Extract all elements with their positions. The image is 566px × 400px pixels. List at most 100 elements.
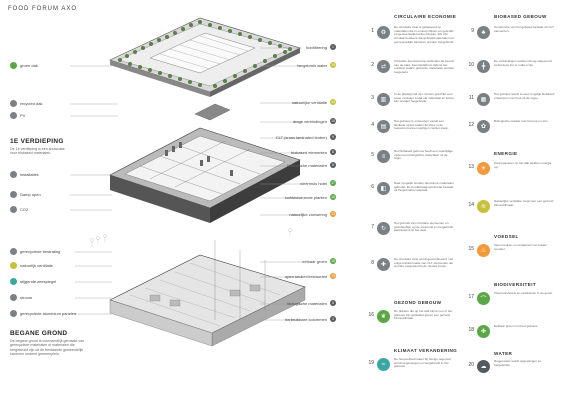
callout-number-badge: 17 xyxy=(330,180,336,186)
bottom-legend-item: natuurlijk ventilatie xyxy=(10,262,53,269)
page-title: FOOD FORUM AXO xyxy=(8,6,78,12)
callout-number-badge: 10 xyxy=(330,118,336,124)
info-item-text: Biologische isolatie met hennep en stro. xyxy=(494,119,549,123)
top-legend-item: recycled dak xyxy=(10,100,42,107)
info-item: 18✤Eetbaar groen rond het gebouw. xyxy=(466,324,556,355)
info-item-number: 19 xyxy=(368,360,374,366)
info-item: 1♻De circulaire visie is gebaseerd op ma… xyxy=(366,25,456,56)
tool-icon: ✚ xyxy=(377,258,390,271)
info-item-text: Het gebouw wordt zoveel mogelijk biobase… xyxy=(494,92,555,100)
callout-number-badge: 14 xyxy=(330,99,336,105)
section-heading-first-floor: 1E VERDIEPING xyxy=(10,138,64,145)
first-floor-layer xyxy=(109,103,301,223)
legend-dot xyxy=(10,262,17,269)
info-item-text: Zonnepanelen op het dak wekken energie o… xyxy=(494,161,552,169)
info-item-text: Natuurlijke ventilatie zorgt voor een ge… xyxy=(494,199,554,207)
people-sketches xyxy=(90,228,292,247)
callout-number-badge: 18 xyxy=(330,258,336,264)
legend-label: installaties xyxy=(20,172,39,177)
roof-layer xyxy=(109,17,301,97)
callout-number-badge: 19 xyxy=(330,62,336,68)
wood-icon: ▦ xyxy=(477,93,490,106)
info-item: 16❦De planten die op het dak binnen en i… xyxy=(366,309,456,340)
info-item-number: 15 xyxy=(468,246,474,252)
info-item-number: 9 xyxy=(471,28,474,34)
water-icon: ≈ xyxy=(377,358,390,371)
info-item: 19≈De hoeveelheid water bij hevige regen… xyxy=(366,357,456,388)
cloud-icon: ☁ xyxy=(477,360,490,373)
info-item-number: 16 xyxy=(368,312,374,318)
callout-number-badge: 15 xyxy=(330,273,336,279)
bottom-legend-item: stroom xyxy=(10,294,32,301)
legend-dot xyxy=(10,310,17,317)
callout-number-badge: 8 xyxy=(330,149,336,155)
mid-legend-item: Damp open xyxy=(10,191,41,198)
info-item-number: 18 xyxy=(468,327,474,333)
info-item-text: Regenwater wordt opgevangen en hergebrui… xyxy=(494,359,542,367)
callout-number-badge: 9 xyxy=(330,134,336,140)
info-item: 4▤Het gebouw is ontworpen vanuit een fle… xyxy=(366,119,456,150)
info-item-number: 12 xyxy=(468,122,474,128)
info-item-number: 3 xyxy=(371,95,374,101)
loop-icon: ↻ xyxy=(377,222,390,235)
column-heading: ENERGIE xyxy=(494,151,518,156)
bottom-legend-item: gerecyclede bestrating xyxy=(10,248,60,255)
section-text-ground-floor: De begane grond is voornamelijk gemaakt … xyxy=(10,339,85,357)
callout-label: boofiltrering xyxy=(306,44,327,50)
info-item-text: In de plattegrond zijn ruimtes geschikt … xyxy=(394,92,455,104)
info-item-number: 14 xyxy=(468,202,474,208)
callout-number-badge: 1 xyxy=(330,44,336,50)
bottom-legend-item: stijgende zeespiegel xyxy=(10,278,56,285)
info-item-number: 7 xyxy=(371,224,374,230)
legend-label: PV xyxy=(20,113,26,118)
info-item: 6◧Naar mogelijk worden duurzame material… xyxy=(366,181,456,212)
column-icon: ▥ xyxy=(377,93,390,106)
sun-icon: ☀ xyxy=(477,162,490,175)
column-heading: BIOBASED GEBOUW xyxy=(494,14,547,19)
column-heading: GEZOND GEBOUW xyxy=(394,300,442,305)
info-item-text: De circulaire visie wordt gecombineerd m… xyxy=(394,257,454,269)
food-icon: ♨ xyxy=(477,244,490,257)
info-item-text: Het biobased gebouw heeft een veelzijdig… xyxy=(394,149,453,161)
tree-icon: ♣ xyxy=(477,26,490,39)
callout-label: herbruikbare kolommen xyxy=(284,316,327,322)
callout-item: CLT (cross laminated timber)9 xyxy=(272,134,336,140)
info-item-number: 20 xyxy=(468,362,474,368)
info-item-text: Circulaire kenniscentra verbinden de ken… xyxy=(394,59,455,75)
legend-dot xyxy=(10,294,17,301)
info-item-text: De planten die op het dak binnen en in h… xyxy=(394,309,453,321)
joint-icon: ╋ xyxy=(477,60,490,73)
callout-label: biologische materialen xyxy=(287,300,327,306)
section-text-first-floor: De 1e verdieping is een showcase voor bi… xyxy=(10,147,65,156)
legend-dot xyxy=(10,191,17,198)
callout-label: CLT (cross laminated timber) xyxy=(275,134,327,140)
ground-floor-layer xyxy=(109,240,306,347)
wind-icon: ≋ xyxy=(477,200,490,213)
callout-number-badge: 5 xyxy=(330,300,336,306)
column-heading: CIRCULAIRE ECONOMIE xyxy=(394,14,457,19)
info-item-number: 6 xyxy=(371,184,374,190)
info-item-text: Open keuken en restaurant met lokaal voe… xyxy=(494,243,547,251)
info-item: 9♣Constructie van het gebouw bestaat uit… xyxy=(466,25,556,56)
info-item: 8✚De circulaire visie wordt gecombineerd… xyxy=(366,257,456,288)
callout-number-badge: 3 xyxy=(330,316,336,322)
info-item-number: 1 xyxy=(371,28,374,34)
legend-dot xyxy=(10,112,17,119)
info-item-number: 17 xyxy=(468,294,474,300)
info-item: 5≡Het biobased gebouw heeft een veelzijd… xyxy=(366,149,456,180)
legend-label: natuurlijk ventilatie xyxy=(20,263,53,268)
info-item-text: Vleermuishotels en nestkasten in de geve… xyxy=(494,291,553,295)
legend-dot xyxy=(10,248,17,255)
info-item-text: De verbindingen worden droog uitgevoerd … xyxy=(494,59,552,67)
column-heading: BIODIVERSITEIT xyxy=(494,282,537,287)
cube-icon: ◧ xyxy=(377,182,390,195)
info-item-number: 13 xyxy=(468,164,474,170)
callout-label: luchtzuiverende planten xyxy=(284,194,327,200)
